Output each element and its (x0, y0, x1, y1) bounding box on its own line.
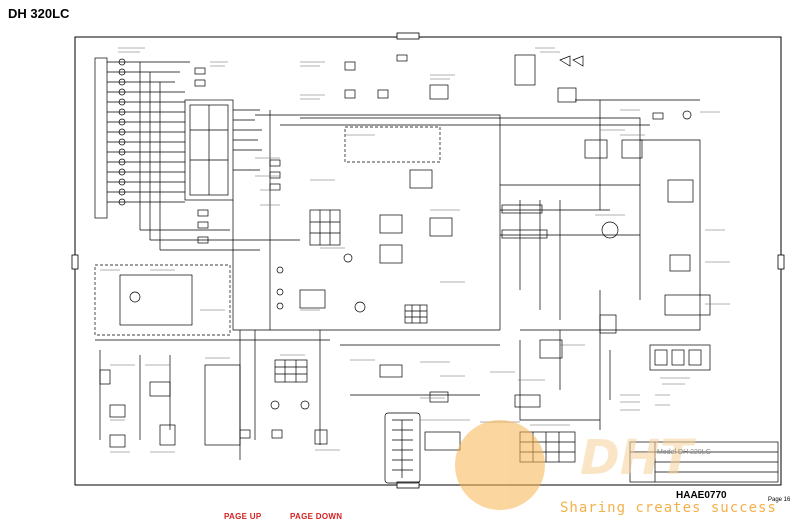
page-up-link[interactable]: PAGE UP (224, 512, 262, 521)
document-code: HAAE0770 (676, 490, 727, 501)
svg-text:DHT: DHT (580, 430, 696, 486)
watermark-slogan: Sharing creates success (560, 500, 777, 516)
watermark: DHT (455, 420, 696, 510)
page-number: Page 16 (768, 497, 791, 503)
watermark-circle (455, 420, 545, 510)
drawing-frame (74, 36, 782, 486)
page-title: DH 320LC (8, 6, 70, 21)
watermark-logo: DHT (580, 430, 696, 486)
page-down-link[interactable]: PAGE DOWN (290, 512, 343, 521)
fuse-box (384, 412, 421, 484)
title-block-model: Model DH 220LC (657, 449, 711, 456)
